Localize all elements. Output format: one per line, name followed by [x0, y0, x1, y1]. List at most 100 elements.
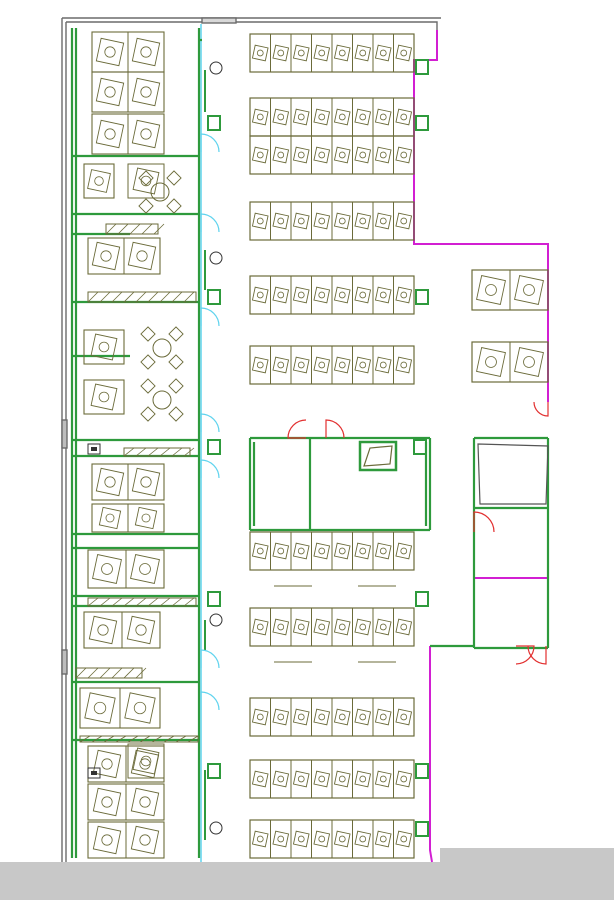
chair-icon — [124, 692, 156, 724]
workstation-icon — [393, 135, 415, 175]
chair-icon — [292, 708, 310, 726]
chair-seat — [318, 217, 326, 225]
workstation-icon — [127, 743, 165, 779]
chair-icon — [395, 108, 413, 126]
bottom-band-right — [440, 848, 614, 862]
chair-seat — [277, 623, 285, 631]
chair-icon — [354, 286, 372, 304]
chair-icon — [333, 542, 351, 560]
workstation-icon — [91, 31, 129, 73]
chair-icon — [313, 542, 331, 560]
storage-hatch — [141, 223, 153, 235]
desk-outline — [331, 201, 353, 241]
workstation-icon — [290, 697, 312, 737]
workstation-icon — [249, 97, 271, 137]
workstation-icon — [249, 697, 271, 737]
workstation-icon — [87, 237, 125, 275]
chair-icon — [333, 708, 351, 726]
chair-seat — [104, 476, 116, 488]
desk-cluster-outline — [249, 275, 415, 315]
chair-seat — [277, 775, 285, 783]
chair-seat — [359, 835, 367, 843]
workstation-icon — [352, 759, 374, 799]
desk-outline — [79, 687, 121, 729]
desk-outline — [83, 379, 125, 415]
workstation-icon — [249, 531, 271, 571]
chair-seat — [400, 291, 408, 299]
column-box — [207, 289, 221, 305]
workstation-icon — [331, 531, 353, 571]
workstation-icon — [372, 531, 394, 571]
chair-seat — [338, 151, 346, 159]
chair-seat — [140, 175, 152, 187]
workstation-icon — [249, 135, 271, 175]
meeting-chair — [140, 354, 156, 370]
desk-outline — [290, 275, 312, 315]
workstation-icon — [249, 607, 271, 647]
workstation-icon — [270, 759, 292, 799]
desk-outline — [87, 237, 125, 275]
door-swing-icon — [527, 645, 547, 665]
desk-outline — [123, 237, 161, 275]
chair-icon — [395, 146, 413, 164]
desk-outline — [393, 607, 415, 647]
desk-outline — [290, 759, 312, 799]
column-box — [415, 115, 429, 131]
column-icon — [209, 821, 223, 835]
column-icon — [209, 251, 223, 265]
meeting-chair — [140, 378, 156, 394]
desk-outline — [352, 33, 374, 73]
door-swing-icon — [200, 649, 220, 669]
desk-outline — [471, 269, 511, 311]
chair-icon — [272, 618, 290, 636]
workstation-icon — [123, 237, 161, 275]
chair-seat — [379, 623, 387, 631]
storage-hatch — [123, 447, 135, 457]
workstation-icon — [331, 697, 353, 737]
chair-icon — [92, 825, 122, 855]
chair-icon — [251, 286, 269, 304]
chair-icon — [354, 108, 372, 126]
chair-icon — [272, 212, 290, 230]
chair-seat — [400, 623, 408, 631]
workstation-icon — [331, 759, 353, 799]
chair-icon — [95, 77, 125, 107]
chair-icon — [292, 830, 310, 848]
chair-icon — [374, 708, 392, 726]
column-box — [415, 821, 429, 837]
storage-hatch — [139, 735, 151, 743]
workstation-icon — [127, 71, 165, 113]
workstation-icon — [127, 113, 165, 155]
chair-seat — [400, 713, 408, 721]
workstation-icon — [352, 819, 374, 859]
chair-seat — [104, 128, 116, 140]
chair-icon — [126, 615, 156, 645]
chair-seat — [98, 341, 110, 353]
workstation-icon — [311, 819, 333, 859]
workstation-icon — [331, 97, 353, 137]
desk-outline — [352, 97, 374, 137]
desk-outline — [393, 97, 415, 137]
doors — [200, 133, 549, 711]
chair-seat — [318, 113, 326, 121]
chair-icon — [251, 618, 269, 636]
workstation-icon — [311, 607, 333, 647]
chair-icon — [354, 618, 372, 636]
printer-icon — [87, 443, 101, 455]
storage-hatch — [79, 735, 91, 743]
desk-cluster-outline — [79, 687, 161, 729]
chair-icon — [333, 356, 351, 374]
desk-cluster-outline — [249, 607, 415, 647]
workstation-icon — [290, 97, 312, 137]
storage-hatch — [183, 291, 195, 303]
chair-seat — [256, 713, 264, 721]
desk-outline — [87, 783, 127, 821]
meeting-table — [152, 390, 172, 410]
column-box — [207, 763, 221, 779]
desk-outline — [393, 531, 415, 571]
workstation-icon — [290, 345, 312, 385]
workstation-icon — [352, 135, 374, 175]
column-box — [207, 591, 221, 607]
desk-outline — [127, 31, 165, 73]
desk-outline — [311, 759, 333, 799]
